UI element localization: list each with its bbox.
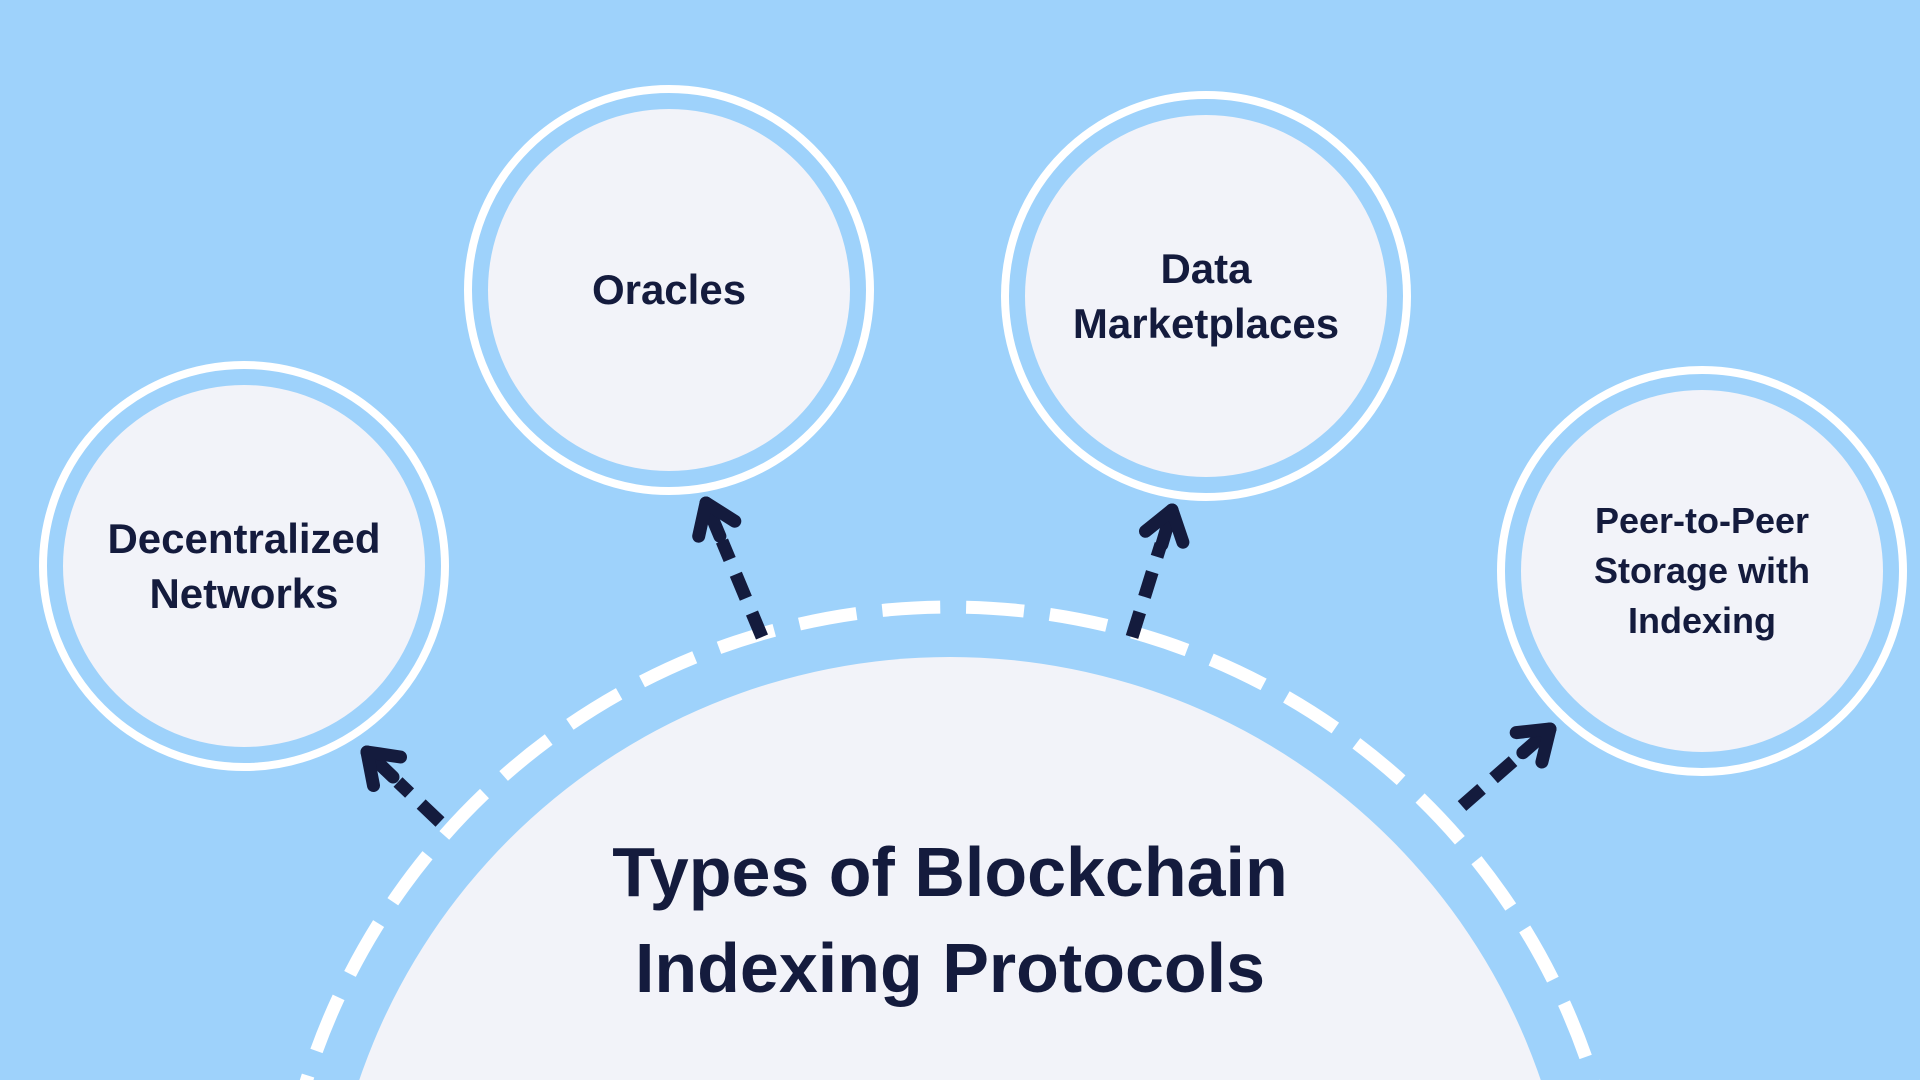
- arrow-shaft: [1457, 750, 1525, 811]
- node-circle-decentralized-networks: Decentralized Networks: [39, 361, 449, 771]
- arrow-stem: [1516, 722, 1557, 760]
- node-circle-inner: Oracles: [488, 109, 850, 471]
- arrow-head-icon: [1509, 722, 1557, 769]
- arrow-stem: [360, 745, 400, 784]
- node-circle-oracles: Oracles: [464, 85, 874, 495]
- arrow-head-icon: [1139, 503, 1190, 549]
- node-circle-inner: Data Marketplaces: [1025, 115, 1387, 477]
- node-label-oracles: Oracles: [591, 266, 747, 314]
- central-circle: Types of Blockchain Indexing Protocols: [326, 657, 1574, 1080]
- arrow-stem: [699, 496, 727, 543]
- arrow-shaft: [716, 538, 768, 640]
- node-circle-peer-to-peer-storage: Peer-to-Peer Storage with Indexing: [1497, 366, 1907, 776]
- arrow-to-decentralized-networks: [360, 745, 445, 827]
- arrow-to-data-marketplaces: [1125, 503, 1190, 639]
- node-label-decentralized-networks: Decentralized Networks: [107, 514, 381, 617]
- arrow-to-oracles: [692, 496, 768, 640]
- node-label-data-marketplaces: Data Marketplaces: [1072, 244, 1340, 347]
- node-label-peer-to-peer-storage: Peer-to-Peer Storage with Indexing: [1593, 500, 1811, 641]
- arrow-stem: [1155, 503, 1179, 552]
- arrow-head-icon: [692, 496, 742, 543]
- node-circle-data-marketplaces: Data Marketplaces: [1001, 91, 1411, 501]
- arrow-head-icon: [360, 745, 407, 792]
- node-circle-inner: Decentralized Networks: [63, 385, 425, 747]
- diagram-title: Types of Blockchain Indexing Protocols: [612, 833, 1288, 1007]
- arrow-shaft: [393, 777, 445, 827]
- arrow-shaft: [1125, 542, 1168, 639]
- arrow-to-peer-to-peer-storage: [1457, 722, 1557, 811]
- node-circle-inner: Peer-to-Peer Storage with Indexing: [1521, 390, 1883, 752]
